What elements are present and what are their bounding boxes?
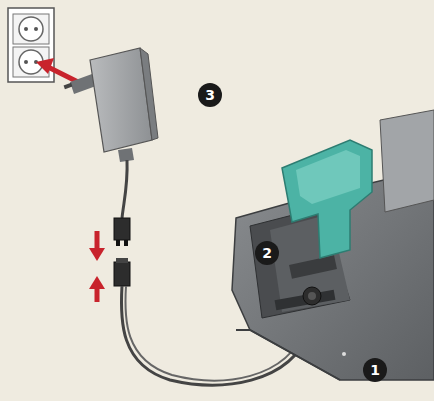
adapter-cable bbox=[122, 160, 127, 218]
callout-circle: 3 bbox=[198, 83, 222, 107]
power-adapter bbox=[64, 48, 158, 162]
plug-in-arrow bbox=[36, 58, 82, 84]
connect-arrows bbox=[89, 231, 105, 302]
callout-circle: 2 bbox=[255, 241, 279, 265]
callout-number: 1 bbox=[370, 362, 380, 378]
callout-number: 3 bbox=[205, 87, 215, 103]
adapter-connector bbox=[114, 218, 130, 246]
callout-number: 2 bbox=[262, 245, 272, 261]
wall-socket bbox=[8, 8, 54, 82]
extension-connector bbox=[114, 258, 130, 286]
callout-circle: 1 bbox=[363, 358, 387, 382]
charging-station bbox=[232, 110, 434, 380]
